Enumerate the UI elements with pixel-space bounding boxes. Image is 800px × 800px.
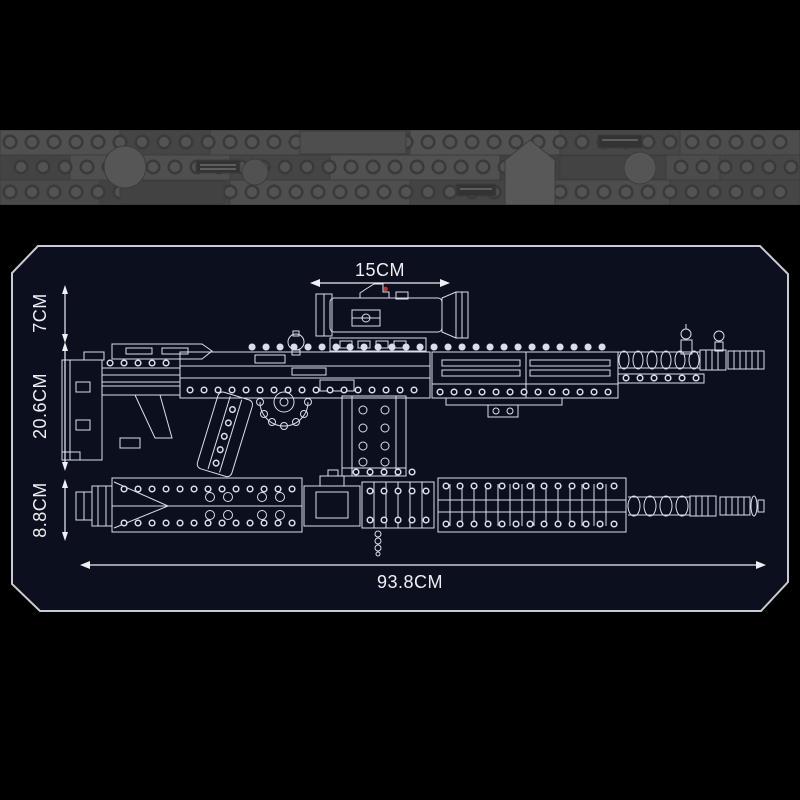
rear-rail-blade [111, 343, 213, 360]
dim-label-total-length: 93.8CM [377, 572, 443, 592]
buttstock [61, 351, 105, 461]
red-dot [383, 286, 388, 292]
rifle-side-view [61, 283, 765, 478]
lower-body [111, 477, 303, 533]
rear-sight-ring [287, 330, 305, 356]
drum-chain [256, 391, 312, 430]
lower-rail-section [361, 481, 435, 529]
barrel-upper [617, 349, 765, 384]
dim-total-length: 93.8CM [80, 561, 766, 592]
blueprint-panel [11, 245, 789, 612]
pistol-grip [196, 391, 254, 478]
red-dot-sight [359, 283, 390, 299]
dim-scope-height: 7CM [30, 285, 68, 343]
dim-label-scope-width: 15CM [355, 260, 405, 280]
dim-rifle-height: 20.6CM [30, 342, 68, 471]
dim-scope-width: 15CM [310, 260, 450, 287]
brick-mosaic-strip [0, 130, 800, 205]
lower-handguard [437, 477, 627, 533]
magazine [341, 395, 407, 477]
dim-label-lower-height: 8.8CM [30, 482, 50, 538]
handguard [248, 343, 619, 418]
front-sight [680, 324, 725, 355]
lower-center-block [303, 468, 422, 557]
receiver [179, 351, 431, 399]
dimension-annotations: 15CM 7CM 20.6CM 8.8CM [30, 260, 766, 592]
dim-label-rifle-height: 20.6CM [30, 373, 50, 439]
dim-label-scope-height: 7CM [30, 293, 50, 333]
brick-special-pieces [103, 130, 667, 205]
rifle-top-view [75, 468, 765, 557]
dim-lower-height: 8.8CM [30, 479, 68, 541]
barrel-lower [627, 495, 765, 517]
